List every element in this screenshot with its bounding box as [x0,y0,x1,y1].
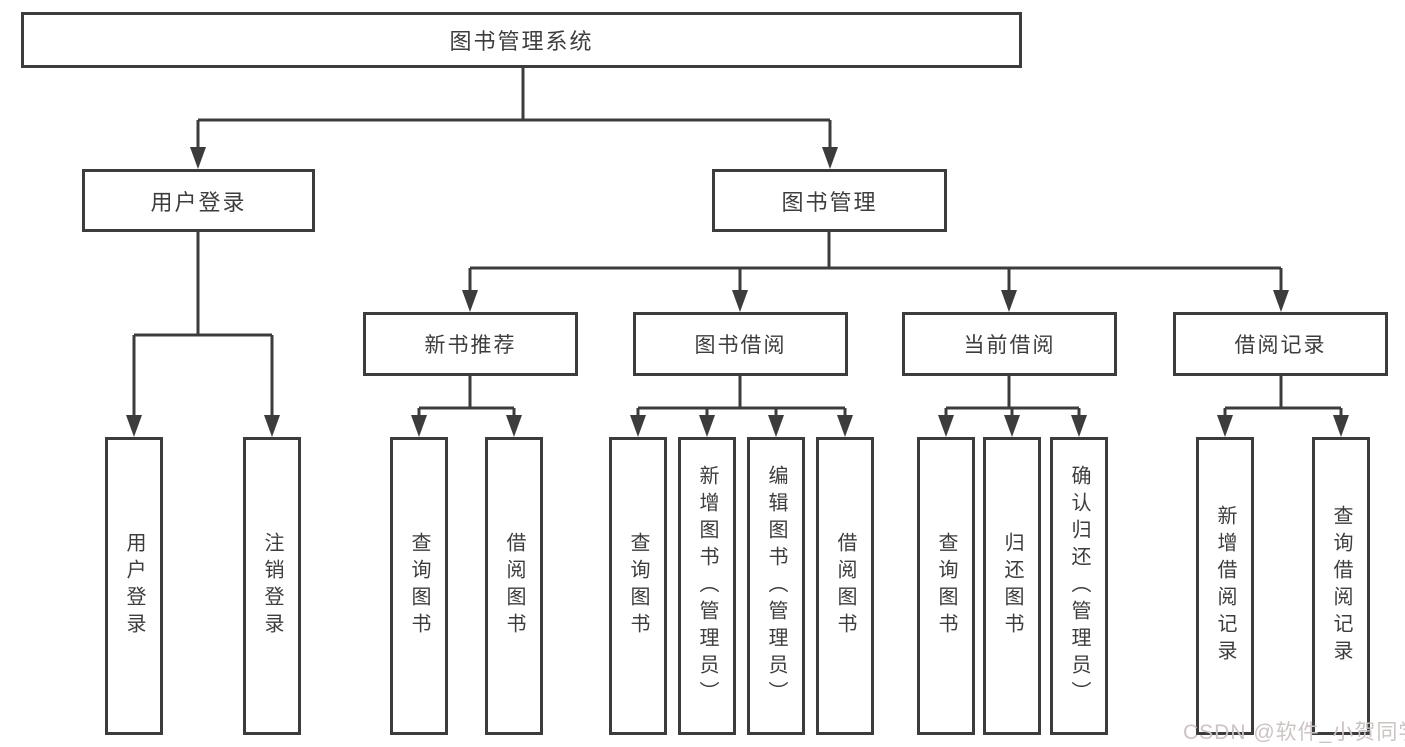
leaf-newbook-query-book: 查询图书 [390,437,448,735]
leaf-records-query-record: 查询借阅记录 [1312,437,1370,735]
node-book-borrow: 图书借阅 [633,312,848,376]
leaf-newbook-borrow-book: 借阅图书 [485,437,543,735]
leaf-borrow-borrow-book: 借阅图书 [816,437,874,735]
leaf-logout-login: 注销登录 [243,437,301,735]
leaf-user-login: 用户登录 [105,437,163,735]
node-user-login: 用户登录 [82,169,315,232]
leaf-current-confirm-return-admin: 确认归还（管理员） [1050,437,1108,735]
leaf-current-query-book: 查询图书 [917,437,975,735]
node-book-management: 图书管理 [712,169,947,232]
leaf-borrow-add-book-admin: 新增图书（管理员） [678,437,736,735]
node-borrow-records: 借阅记录 [1173,312,1388,376]
leaf-borrow-query-book: 查询图书 [609,437,667,735]
leaf-records-add-record: 新增借阅记录 [1196,437,1254,735]
leaf-borrow-edit-book-admin: 编辑图书（管理员） [747,437,805,735]
node-current-borrow: 当前借阅 [902,312,1117,376]
csdn-watermark: CSDN @软件_小贺同学 [1183,721,1405,744]
node-new-book-recommend: 新书推荐 [363,312,578,376]
leaf-current-return-book: 归还图书 [983,437,1041,735]
node-library-system: 图书管理系统 [21,12,1022,68]
